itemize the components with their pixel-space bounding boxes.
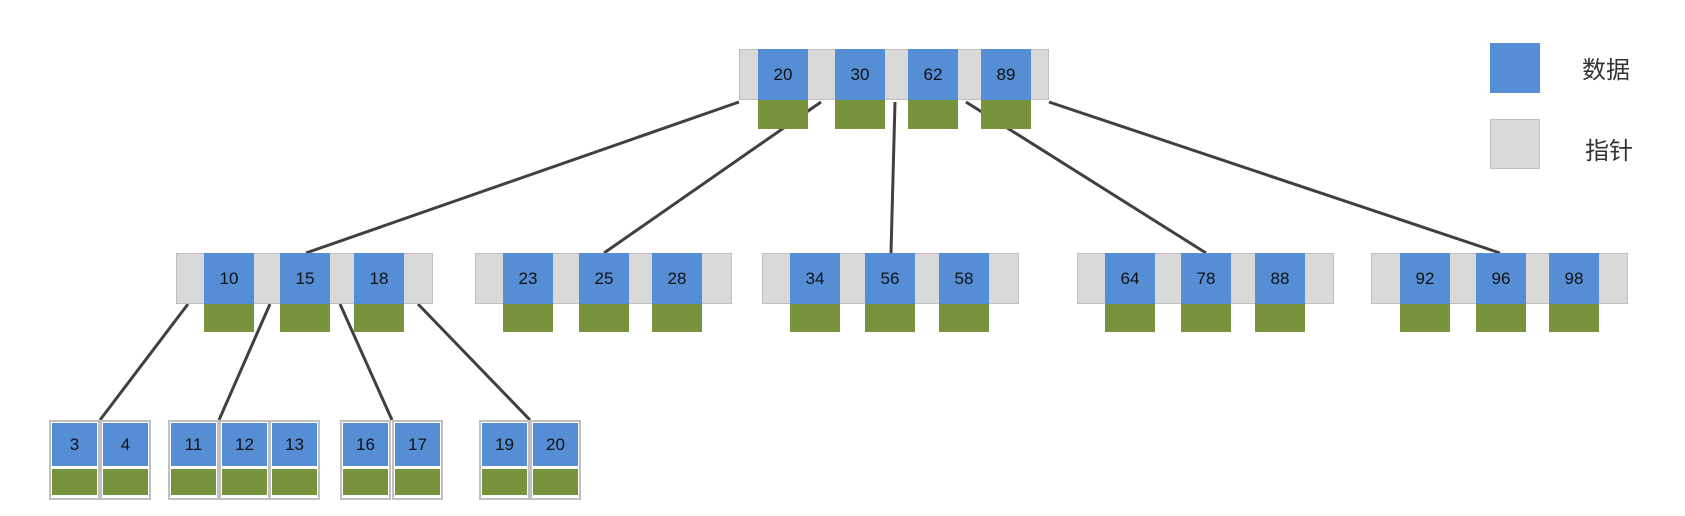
leaf-key-12-cell: 12 (222, 423, 267, 466)
leaf-key-20-cell: 20 (533, 423, 578, 466)
leaf-payload-3 (52, 469, 97, 495)
payload-62 (908, 100, 958, 129)
payload-88 (1255, 304, 1305, 332)
leaf-payload-16 (343, 469, 388, 495)
key-64-cell: 64 (1105, 253, 1155, 304)
payload-15 (280, 304, 330, 332)
payload-18 (354, 304, 404, 332)
payload-96 (1476, 304, 1526, 332)
key-34-cell: 34 (790, 253, 840, 304)
tree-edge-1 (305, 100, 740, 255)
payload-89 (981, 100, 1031, 129)
tree-edge-9 (416, 302, 532, 422)
payload-20 (758, 100, 808, 129)
payload-58 (939, 304, 989, 332)
key-23-cell: 23 (503, 253, 553, 304)
key-25-cell: 25 (579, 253, 629, 304)
key-15-cell: 15 (280, 253, 330, 304)
tree-edge-7 (217, 303, 272, 421)
leaf-payload-4 (103, 469, 148, 495)
leaf-key-4-cell: 4 (103, 423, 148, 466)
key-89-cell: 89 (981, 49, 1031, 100)
legend-pointer-swatch (1490, 119, 1540, 169)
tree-edge-8 (338, 303, 394, 421)
key-20-cell: 20 (758, 49, 808, 100)
key-88-cell: 88 (1255, 253, 1305, 304)
key-10-cell: 10 (204, 253, 254, 304)
legend-pointer-label: 指针 (1585, 137, 1633, 165)
key-58-cell: 58 (939, 253, 989, 304)
payload-98 (1549, 304, 1599, 332)
payload-25 (579, 304, 629, 332)
payload-56 (865, 304, 915, 332)
payload-64 (1105, 304, 1155, 332)
key-28-cell: 28 (652, 253, 702, 304)
key-98-cell: 98 (1549, 253, 1599, 304)
payload-28 (652, 304, 702, 332)
payload-30 (835, 100, 885, 129)
leaf-key-17-cell: 17 (395, 423, 440, 466)
leaf-payload-13 (272, 469, 317, 495)
key-18-cell: 18 (354, 253, 404, 304)
key-62-cell: 62 (908, 49, 958, 100)
payload-34 (790, 304, 840, 332)
leaf-payload-11 (171, 469, 216, 495)
tree-edge-6 (98, 303, 190, 421)
tree-edge-5 (1048, 100, 1501, 255)
tree-edge-3 (889, 101, 897, 254)
payload-78 (1181, 304, 1231, 332)
payload-10 (204, 304, 254, 332)
key-30-cell: 30 (835, 49, 885, 100)
leaf-payload-19 (482, 469, 527, 495)
leaf-key-3-cell: 3 (52, 423, 97, 466)
legend-data-label: 数据 (1582, 56, 1630, 84)
key-96-cell: 96 (1476, 253, 1526, 304)
leaf-key-11-cell: 11 (171, 423, 216, 466)
legend-data-swatch (1490, 43, 1540, 93)
key-92-cell: 92 (1400, 253, 1450, 304)
key-56-cell: 56 (865, 253, 915, 304)
leaf-key-13-cell: 13 (272, 423, 317, 466)
leaf-key-16-cell: 16 (343, 423, 388, 466)
leaf-payload-20 (533, 469, 578, 495)
leaf-key-19-cell: 19 (482, 423, 527, 466)
payload-23 (503, 304, 553, 332)
payload-92 (1400, 304, 1450, 332)
leaf-payload-12 (222, 469, 267, 495)
leaf-payload-17 (395, 469, 440, 495)
key-78-cell: 78 (1181, 253, 1231, 304)
